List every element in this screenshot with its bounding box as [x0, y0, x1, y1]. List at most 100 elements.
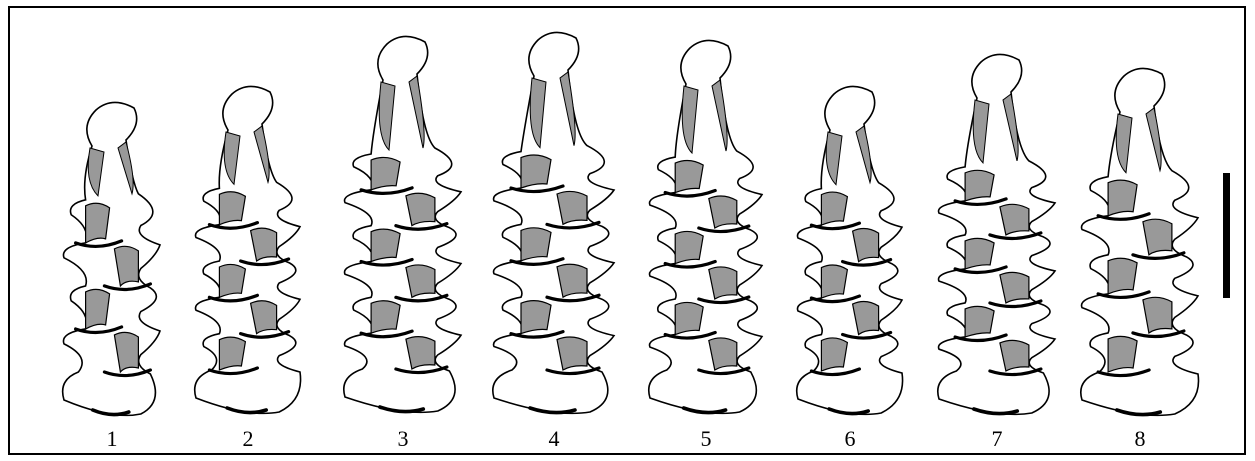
dentine-triangle — [820, 337, 849, 372]
enamel-band — [1096, 290, 1151, 299]
enamel-band — [988, 367, 1043, 377]
enamel-band — [545, 220, 601, 230]
molar-3 — [343, 35, 463, 414]
dentine-triangle — [825, 131, 843, 186]
enamel-band — [207, 366, 259, 376]
dentine-triangle — [1107, 257, 1138, 295]
dentine-triangle — [370, 156, 401, 191]
enamel-band — [359, 186, 414, 195]
dentine-triangle — [249, 227, 278, 263]
enamel-band — [359, 257, 414, 267]
enamel-band — [1131, 329, 1186, 339]
enamel-band — [697, 295, 751, 305]
molar-drawings — [61, 31, 1230, 417]
enamel-band — [528, 406, 577, 415]
dentine-triangle — [85, 288, 111, 330]
dentine-triangle — [556, 263, 588, 299]
specimen-label-1: 1 — [106, 426, 118, 451]
enamel-band — [953, 197, 1008, 206]
dentine-triangle — [405, 192, 436, 227]
specimen-label-2: 2 — [242, 426, 254, 451]
enamel-band — [697, 224, 751, 234]
dentine-triangle — [249, 300, 278, 335]
enamel-band — [74, 325, 124, 335]
dentine-triangle — [378, 81, 396, 152]
enamel-band — [809, 221, 861, 231]
molar-outline — [795, 85, 904, 416]
dentine-triangle — [529, 77, 547, 149]
enamel-band — [225, 406, 268, 415]
specimen-label-3: 3 — [397, 426, 409, 451]
enamel-band — [663, 259, 717, 269]
enamel-band — [394, 293, 449, 303]
enamel-band — [207, 221, 259, 230]
dentine-triangle — [559, 71, 576, 146]
dentine-triangle — [520, 227, 552, 262]
dentine-triangle — [113, 245, 139, 288]
molar-2 — [193, 85, 302, 415]
dentine-triangle — [711, 79, 728, 152]
specimen-label-4: 4 — [548, 426, 560, 451]
dentine-triangle — [855, 125, 872, 185]
dentine-triangle — [223, 131, 241, 186]
enamel-band — [207, 293, 259, 303]
dentine-triangle — [1002, 93, 1019, 162]
dentine-triangle — [708, 266, 738, 300]
enamel-band — [378, 405, 426, 414]
dentine-triangle — [999, 203, 1030, 236]
molar-outline — [193, 85, 302, 415]
enamel-band — [1131, 251, 1186, 260]
enamel-band — [841, 257, 893, 267]
dentine-triangle — [405, 336, 436, 370]
dentine-triangle — [851, 227, 880, 263]
enamel-band — [988, 231, 1043, 241]
enamel-band — [953, 333, 1008, 343]
enamel-band — [394, 222, 449, 231]
dentine-triangle — [851, 300, 880, 336]
molar-4 — [492, 31, 616, 415]
dentine-triangle — [113, 331, 139, 374]
enamel-band — [102, 368, 152, 378]
dentine-triangle — [253, 125, 270, 185]
enamel-band — [953, 265, 1008, 275]
enamel-band — [1096, 212, 1151, 221]
molar-outline — [61, 101, 162, 417]
dentine-triangle — [556, 336, 588, 371]
dentine-triangle — [218, 336, 247, 371]
enamel-band — [239, 257, 291, 267]
dentine-triangle — [972, 99, 990, 164]
dentine-triangle — [556, 190, 588, 226]
enamel-band — [697, 366, 751, 376]
enamel-band — [394, 365, 449, 375]
specimen-label-7: 7 — [991, 426, 1003, 451]
enamel-band — [359, 329, 414, 339]
dentine-triangle — [218, 191, 247, 226]
dentine-triangle — [370, 228, 401, 263]
dentine-triangle — [964, 237, 995, 270]
enamel-band — [545, 293, 601, 303]
molar-7 — [937, 53, 1057, 416]
dentine-triangle — [674, 159, 704, 194]
enamel-band — [809, 294, 861, 304]
scale-bar — [1223, 173, 1230, 298]
enamel-band — [827, 407, 870, 416]
enamel-band — [74, 239, 124, 248]
enamel-band — [545, 366, 601, 376]
dentine-triangle — [708, 337, 738, 371]
dentine-triangle — [964, 169, 995, 202]
dentine-triangle — [999, 271, 1030, 304]
dentine-triangle — [85, 202, 111, 244]
dentine-triangle — [964, 305, 995, 338]
dentine-triangle — [674, 230, 704, 265]
dentine-triangle — [520, 154, 552, 189]
molar-1 — [61, 101, 162, 417]
enamel-band — [681, 406, 728, 415]
dentine-triangle — [1115, 113, 1133, 174]
specimen-label-6: 6 — [844, 426, 856, 451]
dentine-triangle — [820, 191, 849, 227]
enamel-band — [663, 188, 717, 198]
enamel-band — [239, 330, 291, 339]
molar-5 — [648, 39, 764, 415]
dentine-triangle — [1107, 179, 1138, 217]
molar-outline — [1080, 67, 1200, 417]
